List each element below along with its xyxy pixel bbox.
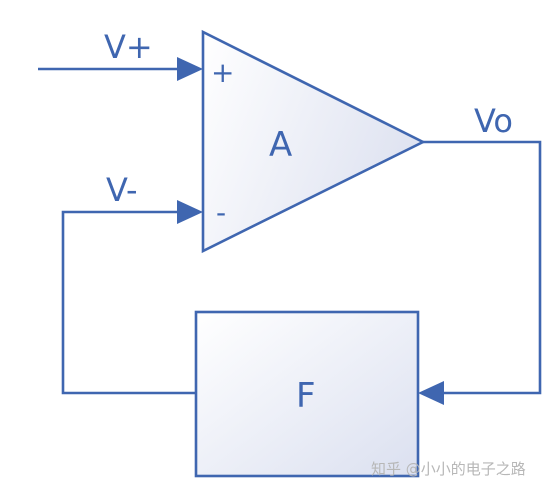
inverting-input-wire — [61, 210, 196, 395]
feedback-label: F — [296, 376, 316, 416]
non-inverting-input-arrow — [177, 57, 203, 81]
amplifier-triangle — [201, 29, 426, 254]
v-plus-label: V+ — [104, 28, 153, 66]
inverting-input-arrow — [177, 200, 203, 224]
plus-sign-label: + — [211, 56, 234, 89]
v-minus-label: V- — [106, 171, 138, 209]
minus-sign-label: - — [216, 196, 226, 229]
feedback-block — [194, 310, 420, 478]
feedback-input-arrow — [418, 381, 444, 405]
watermark-text: 知乎 @小小的电子之路 — [371, 460, 526, 478]
amplifier-label: A — [269, 125, 292, 165]
v-out-label: Vo — [474, 102, 513, 140]
output-feedback-wire — [423, 140, 542, 395]
